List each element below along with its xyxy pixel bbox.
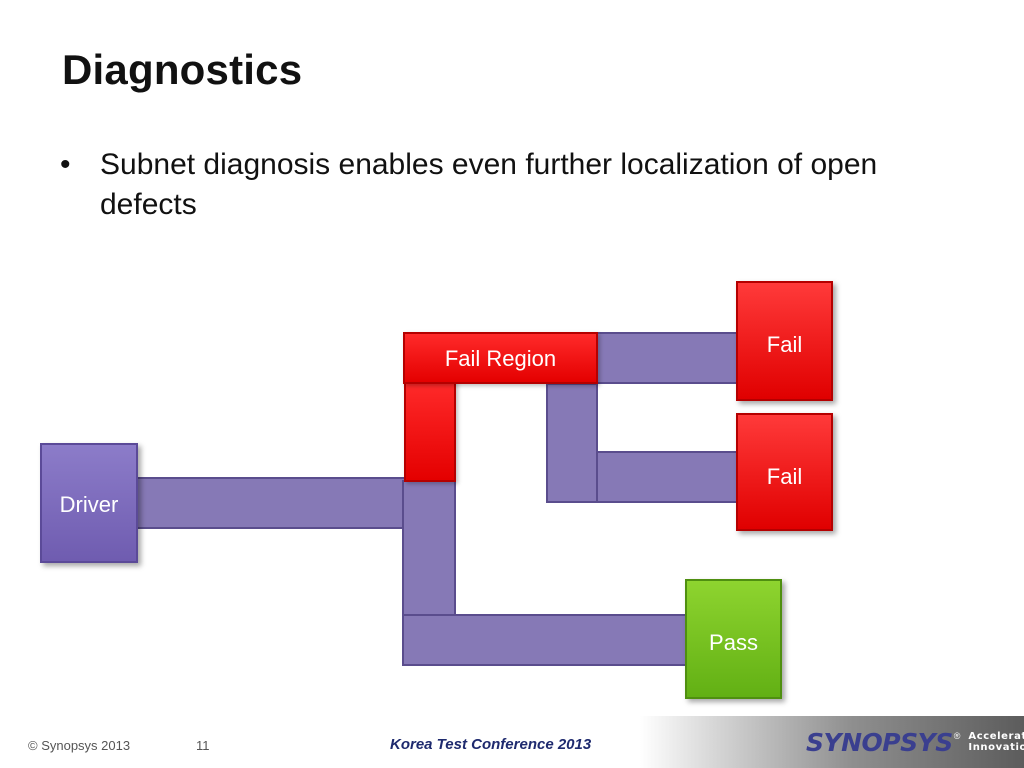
page-title: Diagnostics [62,46,303,93]
bullet-dot: • [60,148,71,181]
fail-sink-label: Fail [766,332,803,357]
fail-sink-top: Fail [736,281,833,401]
fail-region-bar: Fail Region [403,332,598,384]
fail-sink-mid: Fail [736,413,833,531]
fail-region-label: Fail Region [444,346,557,371]
footer-conference: Korea Test Conference 2013 [390,736,592,753]
fail-sink-label: Fail [766,464,803,489]
wire-upper-branch [546,383,598,503]
fail-region-vertical [404,380,456,482]
footer-copyright: © Synopsys 2013 [28,738,131,753]
wire-to-pass [402,614,688,666]
driver-label: Driver [59,492,119,517]
wire-to-fail-top [596,332,740,384]
pass-sink-label: Pass [709,630,758,655]
driver-box: Driver [40,443,138,563]
logo-registered-mark: ® [953,731,961,741]
footer-page-number: 11 [196,738,210,753]
footer-band [640,716,1024,768]
wire-driver-trunk [134,477,420,529]
wire-to-fail-mid [596,451,740,503]
synopsys-logo: SYNOPSYS ® Accelerating Innovation [806,726,1024,758]
logo-tagline-line2: Innovation [968,742,1024,753]
bullet-text: Subnet diagnosis enables even further lo… [100,148,878,221]
pass-sink: Pass [685,579,782,699]
logo-tagline-line1: Accelerating [968,731,1024,742]
logo-wordmark: SYNOPSYS [806,727,953,757]
logo-tagline: Accelerating Innovation [968,731,1024,753]
